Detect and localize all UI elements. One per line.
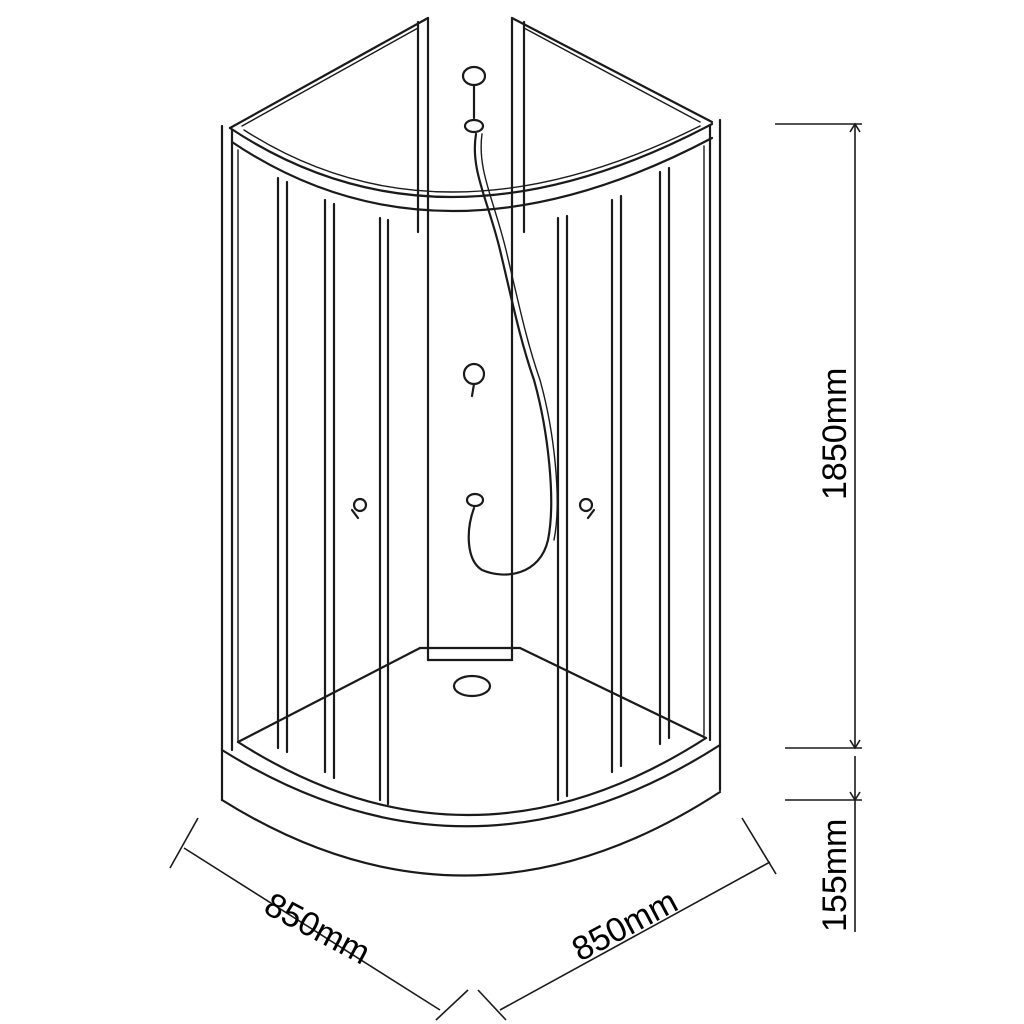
mixer-valve-icon: [462, 362, 486, 386]
left-frame: [220, 124, 239, 802]
door-handles: [350, 497, 596, 520]
left-handle-icon: [352, 497, 368, 513]
shower-head-icon: [461, 65, 487, 87]
right-frame: [703, 118, 722, 792]
right-handle-icon: [578, 497, 594, 513]
shower-tray: [220, 646, 722, 877]
width-left-label: 850mm: [258, 886, 376, 973]
hose-outlet-icon: [465, 492, 485, 508]
tray-height-label: 155mm: [816, 819, 854, 932]
vertical-dimensions: [775, 122, 862, 932]
top-frame: [228, 122, 714, 213]
back-wall: [228, 16, 714, 662]
wall-bracket-icon: [463, 118, 485, 134]
height-label: 1850mm: [816, 368, 854, 500]
drain-icon: [452, 674, 492, 698]
door-profiles: [276, 166, 671, 806]
shower-fittings: [461, 65, 558, 576]
width-right-label: 850mm: [566, 882, 684, 969]
width-dimensions: [169, 817, 777, 1021]
